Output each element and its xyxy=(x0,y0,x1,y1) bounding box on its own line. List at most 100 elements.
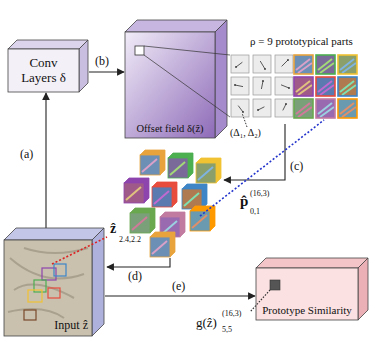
offset-tip xyxy=(288,87,290,89)
part-box xyxy=(28,290,42,302)
offset-tip xyxy=(287,59,289,61)
cube-top xyxy=(4,228,104,240)
part-cube xyxy=(152,182,177,207)
cube-side xyxy=(92,228,104,336)
cube-shape xyxy=(256,258,368,320)
image-border xyxy=(294,55,313,74)
part-cube xyxy=(190,206,215,231)
part-cube-side xyxy=(210,206,215,231)
prototype-image xyxy=(294,77,313,96)
text-area: Input ẑ xyxy=(4,240,92,336)
step-label: (e) xyxy=(172,280,185,292)
part-cube-side xyxy=(216,158,221,183)
similarity-cell xyxy=(270,280,280,290)
image-texture xyxy=(318,103,334,117)
part-cube-side xyxy=(150,208,155,233)
part-cube-side xyxy=(160,150,165,175)
step-label: (a) xyxy=(20,148,33,160)
offset-cell xyxy=(231,55,249,73)
text-area: Offset field δ(ẑ) xyxy=(125,32,215,138)
image-texture xyxy=(184,193,199,206)
image-texture xyxy=(296,59,312,73)
offset-tip xyxy=(285,103,287,105)
subscript-label: 0,1 xyxy=(250,208,260,216)
image-fill xyxy=(338,55,357,74)
image-texture xyxy=(318,59,334,73)
image-fill xyxy=(294,99,313,118)
offset-cell xyxy=(231,99,249,117)
image-border xyxy=(294,99,313,118)
image-texture xyxy=(126,187,141,200)
flow-arrow xyxy=(45,93,46,228)
superscript-label: (16,3) xyxy=(222,310,241,318)
text-area: Conv Layers δ xyxy=(8,49,79,92)
offset-square xyxy=(231,99,249,117)
image-texture xyxy=(340,59,356,73)
offset-vector xyxy=(260,61,265,69)
projection-line xyxy=(144,55,230,117)
part-cube-front xyxy=(168,158,188,178)
image-border xyxy=(294,77,313,96)
similarity-box: Prototype Similarity xyxy=(256,258,368,320)
offset-tip xyxy=(234,84,236,86)
box-outline xyxy=(4,228,104,336)
offset-cell xyxy=(275,77,293,95)
prototype-image xyxy=(294,99,313,118)
image-border xyxy=(316,77,335,96)
image-texture xyxy=(318,81,334,95)
cube-shape xyxy=(4,228,104,336)
leader-line xyxy=(242,113,247,127)
offset-vector xyxy=(281,85,289,88)
image-fill xyxy=(338,99,357,118)
symbol-label: ẑ xyxy=(110,222,116,236)
prototype-image xyxy=(338,99,357,118)
offset-cell xyxy=(253,99,271,117)
part-box xyxy=(54,264,66,276)
subscript-label: 2.4,2.2 xyxy=(119,236,141,244)
step-label: (c) xyxy=(290,160,303,172)
part-cube xyxy=(150,232,175,257)
image-border xyxy=(338,77,357,96)
part-cube-front xyxy=(152,187,172,207)
cube-top xyxy=(8,40,88,49)
prototype-image xyxy=(294,55,313,74)
cube-top xyxy=(125,20,227,32)
caption-text: ρ = 9 prototypical parts xyxy=(250,36,353,47)
offset-square xyxy=(231,77,249,95)
image-texture xyxy=(170,162,185,175)
offset-cell xyxy=(253,77,271,95)
cube-front xyxy=(4,240,92,336)
offset-square xyxy=(231,55,249,73)
flow-arrow xyxy=(224,124,285,180)
superscript-label: (16,3) xyxy=(250,190,269,198)
image-texture xyxy=(132,217,147,230)
offset-square xyxy=(253,99,271,117)
flow-arrow xyxy=(89,71,124,72)
offset-field-box: Offset field δ(ẑ) xyxy=(125,20,227,138)
flow-arrow xyxy=(105,295,255,296)
box-label: Input ẑ xyxy=(54,319,88,333)
offset-vector xyxy=(236,62,242,67)
cube-shape xyxy=(8,40,88,92)
symbol-label: g(ẑ) xyxy=(196,316,217,329)
image-texture xyxy=(14,285,74,298)
part-cube-side xyxy=(144,178,149,203)
prototype-image xyxy=(316,99,335,118)
image-texture xyxy=(340,81,356,95)
part-cube-side xyxy=(188,153,193,178)
subscript-label: 5,5 xyxy=(222,326,232,334)
projection-line xyxy=(144,46,230,55)
offset-tip xyxy=(264,68,266,70)
image-border xyxy=(338,99,357,118)
prototype-image xyxy=(338,55,357,74)
part-cube-side xyxy=(180,212,185,237)
image-texture xyxy=(152,241,167,254)
box-label: Offset field δ(ẑ) xyxy=(136,123,203,135)
offset-cell xyxy=(253,55,271,73)
part-box xyxy=(48,288,60,298)
part-cube xyxy=(168,153,193,178)
offset-vector xyxy=(282,60,288,66)
part-cube-front xyxy=(190,211,210,231)
cube-side xyxy=(215,20,227,138)
